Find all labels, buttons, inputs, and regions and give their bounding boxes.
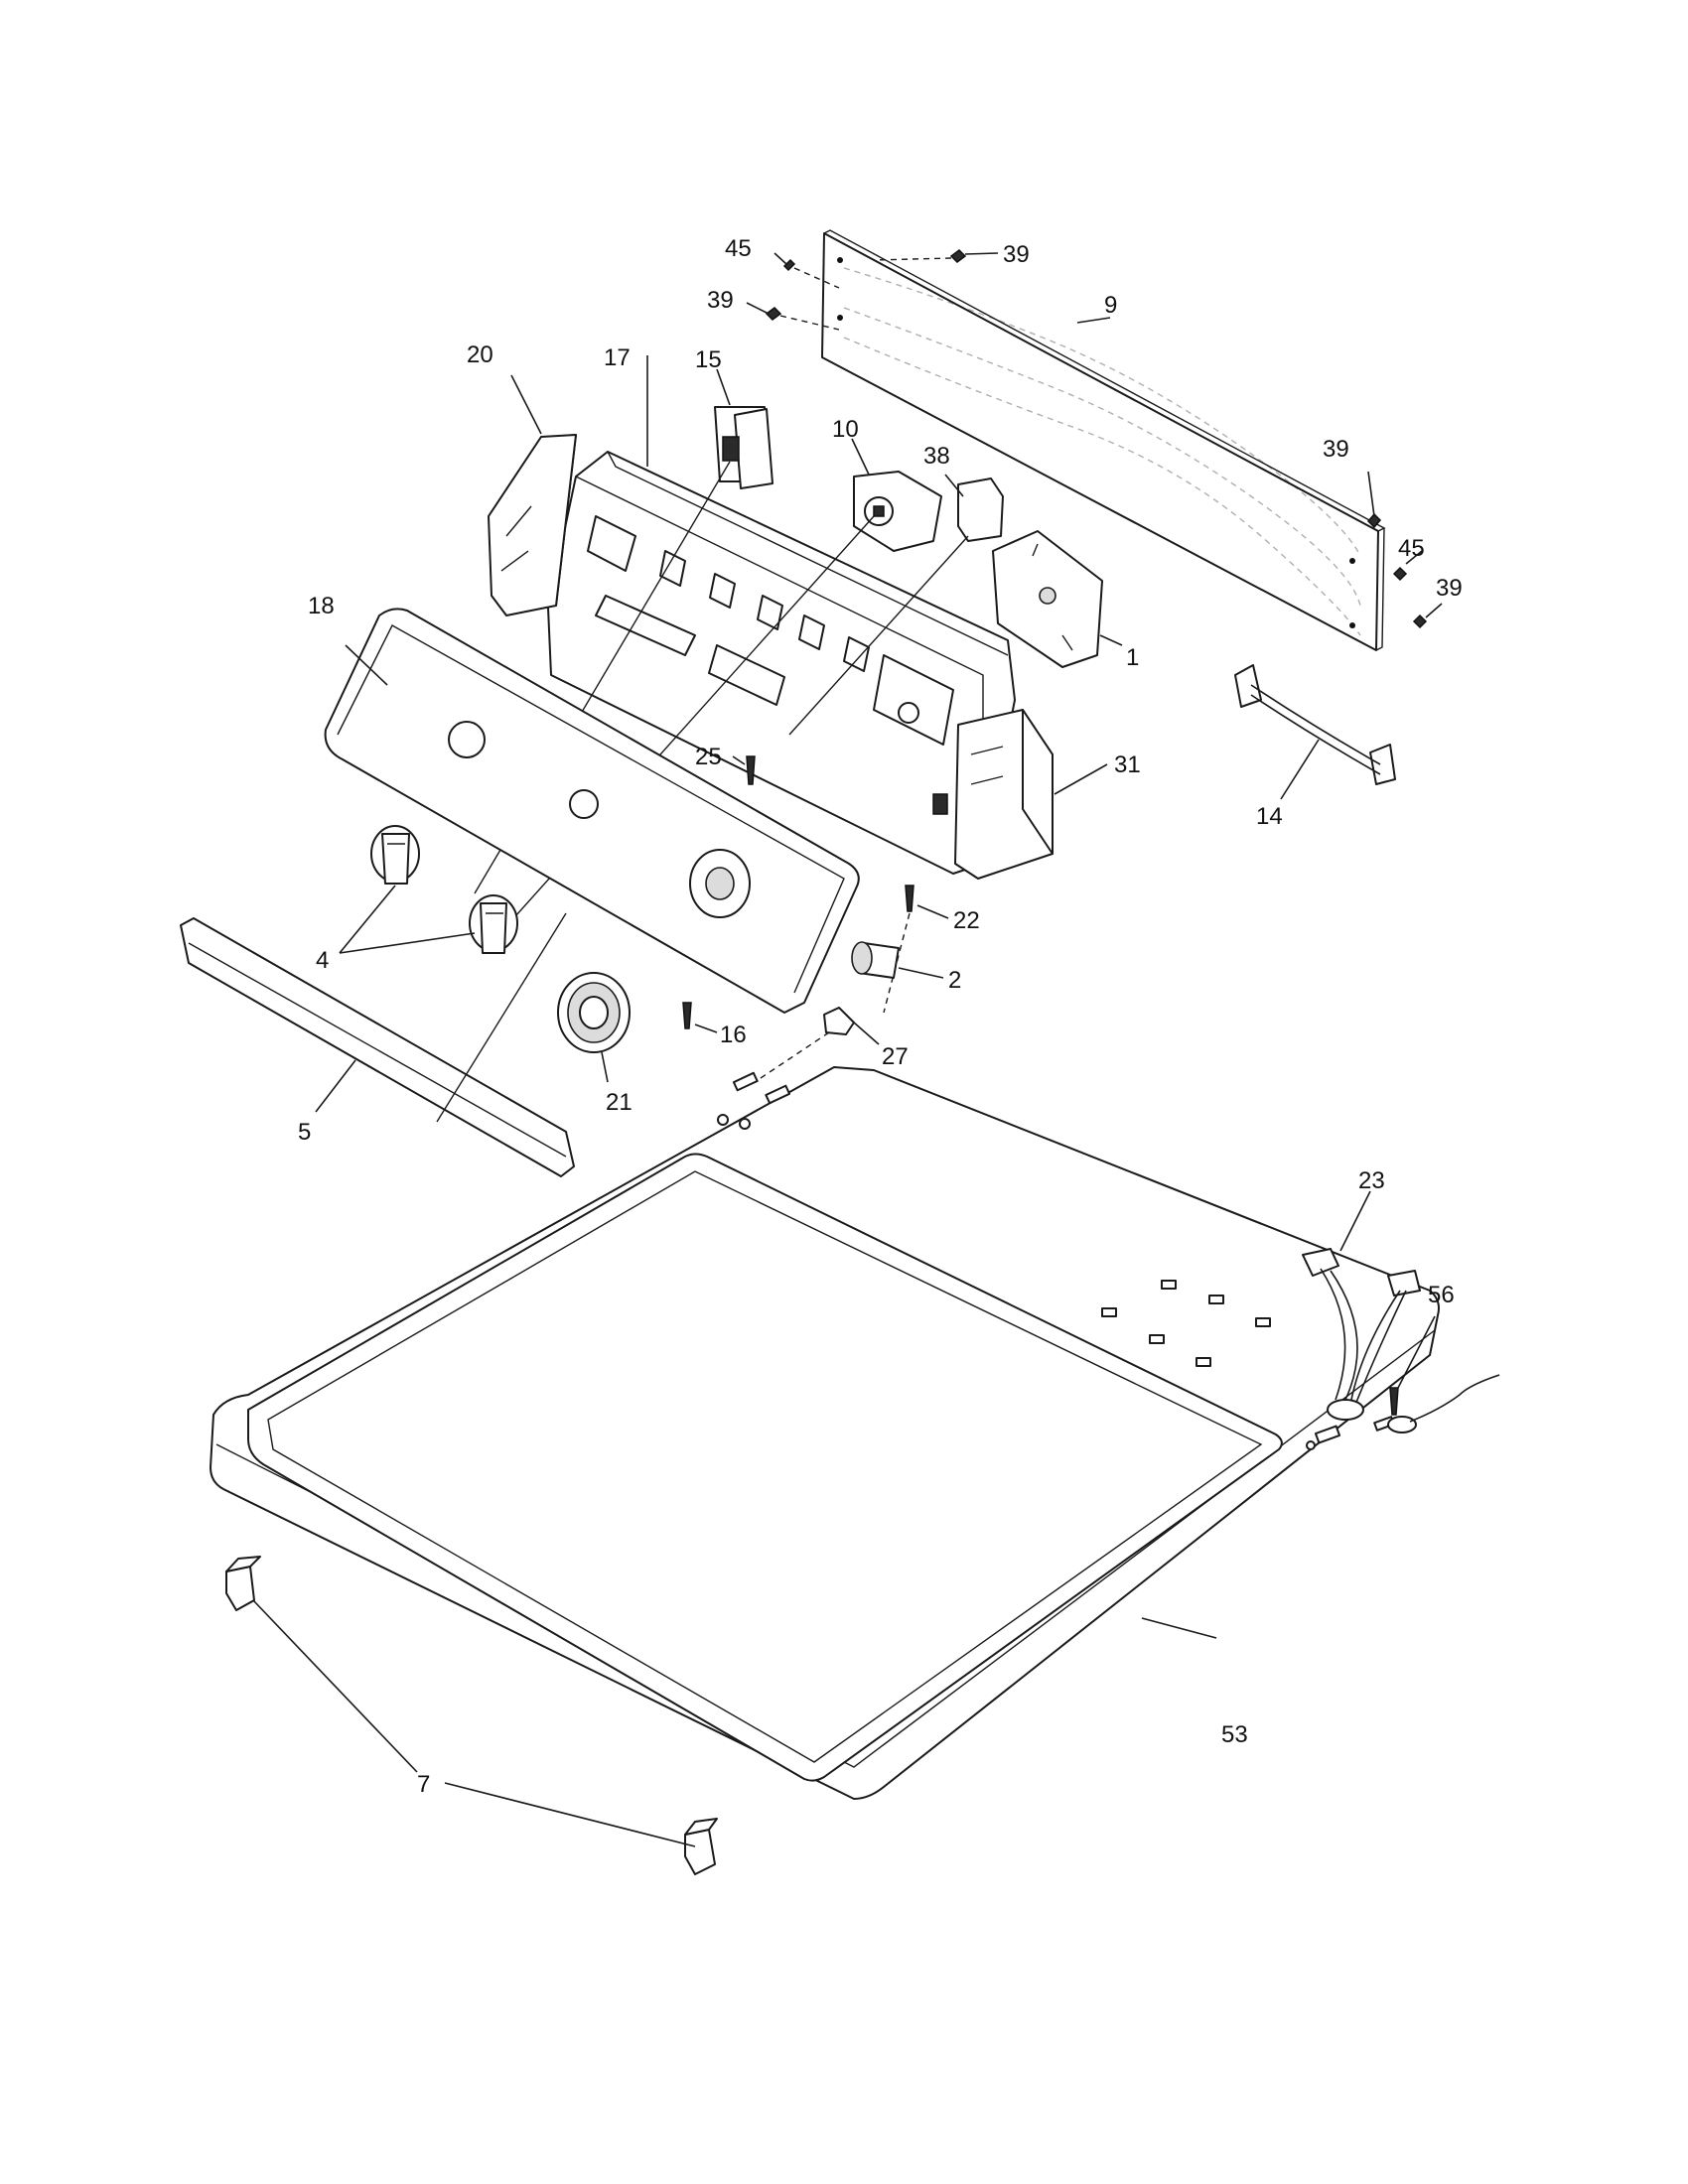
part-4-knob-left[interactable] [370, 825, 420, 885]
callout-20: 20 [467, 341, 493, 368]
callout-39: 39 [1436, 575, 1463, 602]
part-21-selector-knob[interactable] [557, 972, 631, 1083]
screw-39-top[interactable] [873, 249, 999, 263]
callout-45: 45 [725, 235, 752, 262]
part-4-knob-right[interactable] [469, 894, 518, 954]
callout-25: 25 [695, 744, 722, 770]
part-31-right-endcap[interactable] [954, 709, 1108, 880]
callout-labels: 45 39 39 9 20 17 15 10 38 39 45 39 1 18 … [298, 235, 1463, 1798]
part-9-rear-panel[interactable] [821, 229, 1386, 651]
callout-5: 5 [298, 1119, 311, 1146]
part-2-lamp[interactable] [851, 941, 944, 979]
screw-22[interactable] [883, 885, 949, 1014]
screw-39-lower-right[interactable] [1412, 603, 1443, 629]
screw-39-right[interactable] [1366, 471, 1382, 529]
part-7-clip-right[interactable] [444, 1782, 718, 1875]
part-1-control-board[interactable] [992, 530, 1123, 668]
part-23-wiring[interactable] [1302, 1190, 1421, 1421]
callout-18: 18 [308, 593, 335, 619]
part-56-ground[interactable] [1387, 1315, 1500, 1433]
callout-4: 4 [316, 947, 329, 974]
callout-53: 53 [1221, 1721, 1248, 1748]
callout-39: 39 [1323, 436, 1349, 463]
callout-38: 38 [923, 443, 950, 470]
screw-45-right[interactable] [1392, 550, 1423, 582]
part-14-wire-harness[interactable] [1234, 664, 1396, 800]
callout-45: 45 [1398, 535, 1425, 562]
part-5-trim-strip[interactable] [180, 912, 575, 1177]
callout-2: 2 [948, 967, 961, 994]
callout-17: 17 [604, 344, 631, 371]
callout-39: 39 [1003, 241, 1030, 268]
screw-45-top[interactable] [774, 252, 840, 289]
callout-10: 10 [832, 416, 859, 443]
screw-16[interactable] [682, 1002, 718, 1033]
screw-25[interactable] [732, 755, 756, 785]
callout-16: 16 [720, 1022, 747, 1048]
callout-22: 22 [953, 907, 980, 934]
callout-1: 1 [1126, 644, 1139, 671]
screw-39-left[interactable] [746, 302, 840, 331]
callout-23: 23 [1358, 1167, 1385, 1194]
callout-21: 21 [606, 1089, 633, 1116]
callout-14: 14 [1256, 803, 1283, 830]
part-20-left-endcap[interactable] [488, 374, 577, 616]
callout-9: 9 [1104, 292, 1117, 319]
callout-56: 56 [1428, 1282, 1455, 1308]
part-53-top[interactable] [210, 1066, 1440, 1800]
callout-39: 39 [707, 287, 734, 314]
selector-hub [689, 849, 751, 918]
part-38-relay[interactable] [788, 474, 1004, 736]
part-27-clip[interactable] [754, 1007, 880, 1083]
callout-31: 31 [1114, 751, 1141, 778]
part-7-clip-left[interactable] [225, 1556, 418, 1773]
callout-27: 27 [882, 1043, 909, 1070]
callout-15: 15 [695, 346, 722, 373]
callout-7: 7 [417, 1771, 430, 1798]
